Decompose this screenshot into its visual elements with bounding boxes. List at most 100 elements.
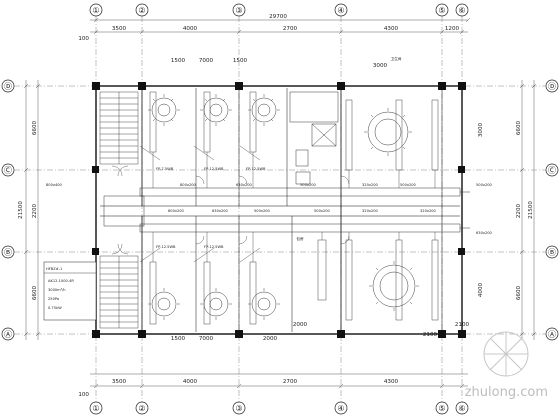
row-span-right-1: 6600: [516, 120, 522, 135]
sub-top-2: 7000: [199, 58, 214, 64]
col-span-4: 4300: [384, 26, 399, 32]
grid-label-col-1-bottom: ①: [92, 404, 99, 413]
fp-label-1: FP-7.5WB: [156, 167, 174, 171]
fan-coil-units: [149, 91, 439, 325]
sub-bottom-2: 7000: [199, 336, 214, 342]
grid-label-col-6-bottom: ⑥: [458, 404, 465, 413]
legend-title: HFBZ#-1: [46, 267, 62, 271]
duct-label-bottom-2: 630x200: [212, 209, 229, 213]
duct-label-bottom-3: 500x200: [254, 209, 271, 213]
banquet-table-top-1: [367, 111, 409, 153]
grid-bubbles: [1, 3, 559, 415]
grid-bubble-labels: ① ② ③ ④ ⑤ ⑥ ① ② ③ ④ ⑤ ⑥ Ⓓ Ⓓ Ⓒ Ⓒ Ⓑ Ⓑ Ⓐ Ⓐ: [4, 6, 556, 413]
legend-line-2: 3000m³/h: [48, 288, 66, 292]
sub-top-4: 3000: [373, 63, 388, 69]
duct-label-top-2: 630x200: [236, 183, 253, 187]
grid-lines: [14, 16, 546, 402]
duct-label-top-4: 320x200: [362, 183, 379, 187]
fp-label-4: FP-12.5WB: [156, 245, 176, 249]
legend-line-4: 0.75kW: [48, 306, 62, 310]
overall-depth-dim-right: 21500: [528, 201, 534, 219]
overall-width-dim: 29700: [269, 14, 287, 20]
grid-label-row-d-right: Ⓓ: [548, 82, 556, 91]
dimension-texts: 29700 100 3500 4000 2700 4300 1200 3500 …: [18, 14, 534, 398]
col-span-4-bottom: 4300: [384, 379, 399, 385]
sub-bottom-3: 2000: [263, 336, 278, 342]
fp-label-2: FP-12.5WB: [204, 167, 224, 171]
structural-columns: [92, 82, 466, 338]
col-span-3: 2700: [283, 26, 298, 32]
watermark-logo-icon: [483, 331, 529, 377]
left-edge-dim: 100: [78, 36, 89, 42]
main-duct: [103, 187, 470, 233]
legend-line-1: AK12-1000-4R: [48, 279, 74, 283]
col-span-3-bottom: 2700: [283, 379, 298, 385]
grid-label-col-4: ④: [337, 6, 344, 15]
legend-frame: [43, 261, 97, 321]
sub-top-3: 1500: [233, 58, 248, 64]
legend-line-3: 250Pa: [48, 297, 59, 301]
watermark-text: zhulong.com: [465, 385, 548, 400]
duct-labels: 800x200 630x200 500x200 320x200 500x200 …: [46, 167, 493, 249]
grid-label-col-4-bottom: ④: [337, 404, 344, 413]
grid-label-col-5-bottom: ⑤: [438, 404, 445, 413]
duct-label-right-1: 500x200: [476, 183, 493, 187]
col-span-2: 4000: [183, 26, 198, 32]
stair-top: [99, 91, 139, 165]
row-span-right-2: 2200: [516, 203, 522, 218]
room-tag-private-room: 包房: [296, 236, 304, 241]
grid-label-col-2-bottom: ②: [138, 404, 145, 413]
grid-label-row-b: Ⓑ: [4, 248, 12, 257]
left-edge-dim-bottom: 100: [78, 392, 89, 398]
chairs-small: [148, 94, 280, 320]
sub-top-1: 1500: [171, 58, 186, 64]
grid-label-row-b-right: Ⓑ: [548, 248, 556, 257]
tables-large: [367, 111, 416, 308]
table-room-bottom-2: [203, 291, 229, 317]
overall-depth-dim: 21500: [18, 201, 24, 219]
watermark: zhulong.com: [465, 331, 548, 400]
sub-bottom-4: 2000: [293, 322, 308, 328]
grid-label-row-a-right: Ⓐ: [548, 330, 556, 339]
fp-label-5: FP-12.5WB: [204, 245, 224, 249]
doors: [111, 165, 350, 255]
table-room-top-1: [151, 97, 177, 123]
duct-label-top-1: 800x200: [180, 183, 197, 187]
duct-label-bottom-4: 500x200: [314, 209, 331, 213]
grid-label-row-c: Ⓒ: [4, 166, 12, 175]
duct-label-bottom-1: 800x200: [168, 209, 185, 213]
grid-label-row-a: Ⓐ: [4, 330, 12, 339]
mid-right-dim-2: 4000: [478, 282, 484, 297]
col-span-1: 3500: [112, 26, 127, 32]
grid-label-col-6: ⑥: [458, 6, 465, 15]
grid-label-col-1: ①: [92, 6, 99, 15]
row-span-3: 6600: [32, 285, 38, 300]
chairs-large: [364, 108, 419, 311]
table-room-top-3: [251, 97, 277, 123]
equipment-legend: HFBZ#-1 AK12-1000-4R 3000m³/h 250Pa 0.75…: [43, 261, 97, 321]
duct-label-top-5: 500x200: [400, 183, 417, 187]
fp-label-3: FP-12.5WB: [246, 167, 266, 171]
col-span-5: 1200: [445, 26, 460, 32]
sub-bottom-1: 1500: [171, 336, 186, 342]
row-span-right-3: 6600: [516, 285, 522, 300]
col-span-2-bottom: 4000: [183, 379, 198, 385]
branch-ducts: [139, 145, 436, 263]
table-room-bottom-1: [151, 291, 177, 317]
room-tag-restroom: 卫生间: [391, 56, 402, 61]
row-span-2: 2200: [32, 203, 38, 218]
stair-bottom: [99, 255, 139, 329]
table-room-top-2: [203, 97, 229, 123]
dimension-lines: [23, 17, 537, 389]
tables-small: [151, 97, 277, 317]
grid-label-col-3-bottom: ③: [235, 404, 242, 413]
grid-label-col-3: ③: [235, 6, 242, 15]
grid-label-col-5: ⑤: [438, 6, 445, 15]
row-span-1: 6600: [32, 120, 38, 135]
service-core: [289, 91, 339, 185]
grid-label-row-c-right: Ⓒ: [548, 166, 556, 175]
duct-label-left: 800x400: [46, 183, 63, 187]
walls: [95, 85, 463, 335]
grid-label-row-d: Ⓓ: [4, 82, 12, 91]
sub-top-5: 2100: [423, 332, 438, 338]
